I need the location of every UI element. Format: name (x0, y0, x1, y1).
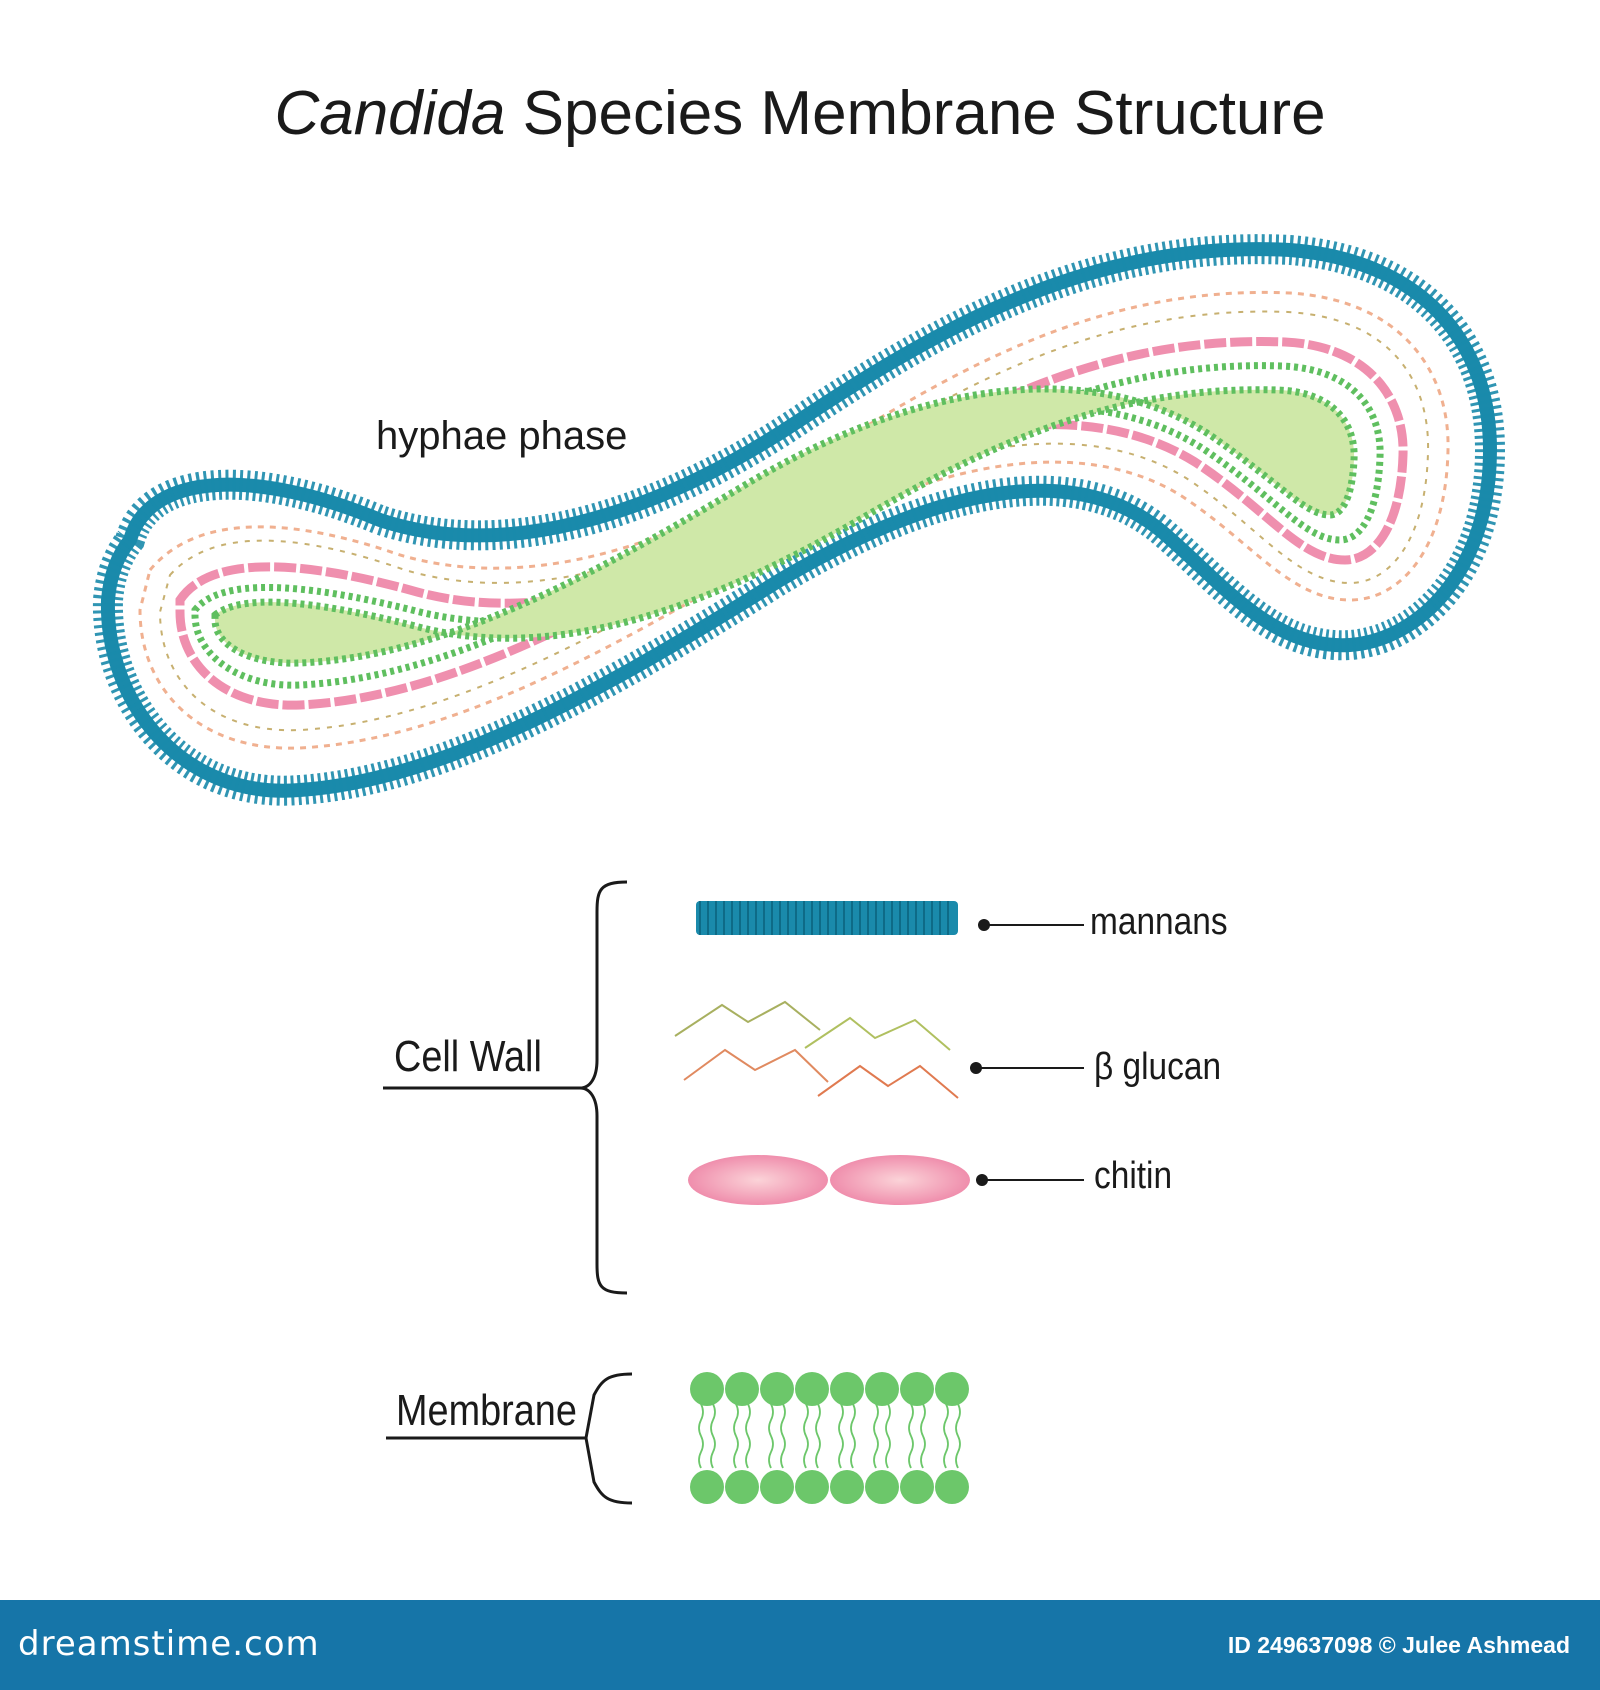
membrane-brace (386, 1372, 633, 1505)
mannans-label: mannans (1090, 901, 1228, 943)
diagram-artwork (92, 234, 1506, 1505)
mannans-legend-symbol (696, 901, 958, 935)
beta-glucan-label: β glucan (1094, 1046, 1222, 1088)
mannans-leader-line (978, 919, 1084, 931)
diagram-title: Candida Species Membrane Structure (0, 78, 1600, 149)
hyphae-cell (92, 234, 1506, 806)
glucan-legend-symbol (674, 1000, 959, 1099)
footer-site-logo[interactable]: dreamstime.com (18, 1624, 320, 1664)
cell-glucan-layer (138, 290, 1450, 750)
title-rest: Species Membrane Structure (505, 79, 1326, 148)
membrane-bilayer-symbol (690, 1372, 969, 1504)
title-italic: Candida (274, 79, 506, 148)
watermark-footer: dreamstime.com ID 249637098 © Julee Ashm… (0, 1600, 1600, 1690)
glucan-leader-line (970, 1062, 1084, 1074)
cell-wall-brace (383, 880, 628, 1295)
footer-credit: ID 249637098 © Julee Ashmead (1227, 1632, 1570, 1658)
chitin-legend-symbol (688, 1155, 970, 1205)
cell-wall-label: Cell Wall (394, 1032, 542, 1081)
membrane-label: Membrane (396, 1386, 577, 1435)
chitin-label: chitin (1094, 1155, 1173, 1197)
chitin-leader-line (976, 1174, 1084, 1186)
cell-cytoplasm (211, 385, 1358, 667)
hyphae-phase-label: hyphae phase (376, 414, 628, 458)
